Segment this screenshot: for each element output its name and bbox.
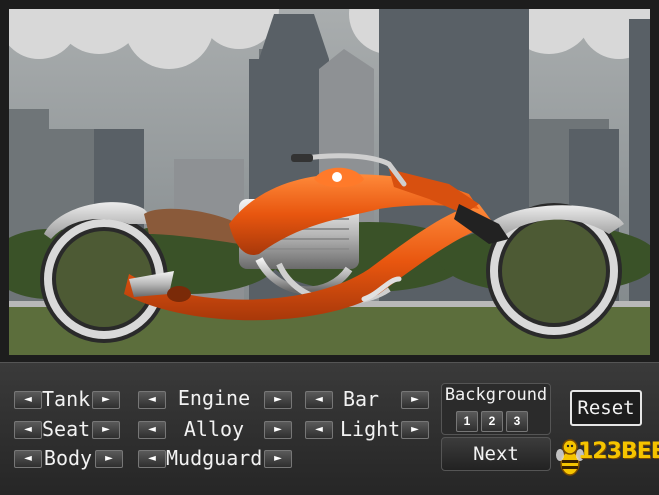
light-prev-button[interactable]: ◄ (305, 421, 333, 439)
alloy-prev-button[interactable]: ◄ (138, 421, 166, 439)
tank-next-button[interactable]: ► (92, 391, 120, 409)
logo-text: 123BEE (578, 439, 659, 464)
body-next-button[interactable]: ► (95, 450, 123, 468)
seat-next-button[interactable]: ► (92, 421, 120, 439)
engine-prev-button[interactable]: ◄ (138, 391, 166, 409)
background-option-2[interactable]: 2 (481, 411, 503, 432)
background-option-3[interactable]: 3 (506, 411, 528, 432)
light-next-button[interactable]: ► (401, 421, 429, 439)
tank-label: Tank (42, 387, 91, 411)
bar-next-button[interactable]: ► (401, 391, 429, 409)
body-label: Body (43, 446, 93, 470)
alloy-label: Alloy (183, 417, 245, 441)
alloy-next-button[interactable]: ► (264, 421, 292, 439)
bee-mascot-icon (556, 439, 584, 476)
customization-panel: ◄ Tank ► ◄ Seat ► ◄ Body ► ◄ Engine ► ◄ … (0, 362, 659, 495)
mudguard-next-button[interactable]: ► (264, 450, 292, 468)
engine-label: Engine (177, 386, 251, 410)
background-selector: Background 1 2 3 (441, 383, 551, 435)
seat-prev-button[interactable]: ◄ (14, 421, 42, 439)
tank-prev-button[interactable]: ◄ (14, 391, 42, 409)
background-title: Background (444, 385, 548, 405)
site-logo[interactable]: 123BEE (556, 433, 659, 481)
next-button[interactable]: Next (441, 437, 551, 471)
bar-label: Bar (342, 387, 380, 411)
reset-button[interactable]: Reset (570, 390, 642, 426)
background-option-1[interactable]: 1 (456, 411, 478, 432)
scene-illustration (9, 9, 650, 355)
light-label: Light (340, 417, 401, 441)
bar-prev-button[interactable]: ◄ (305, 391, 333, 409)
body-prev-button[interactable]: ◄ (14, 450, 42, 468)
mudguard-prev-button[interactable]: ◄ (138, 450, 166, 468)
bike-scene (9, 9, 650, 355)
seat-label: Seat (42, 417, 91, 441)
engine-next-button[interactable]: ► (264, 391, 292, 409)
mudguard-label: Mudguard (166, 446, 263, 470)
